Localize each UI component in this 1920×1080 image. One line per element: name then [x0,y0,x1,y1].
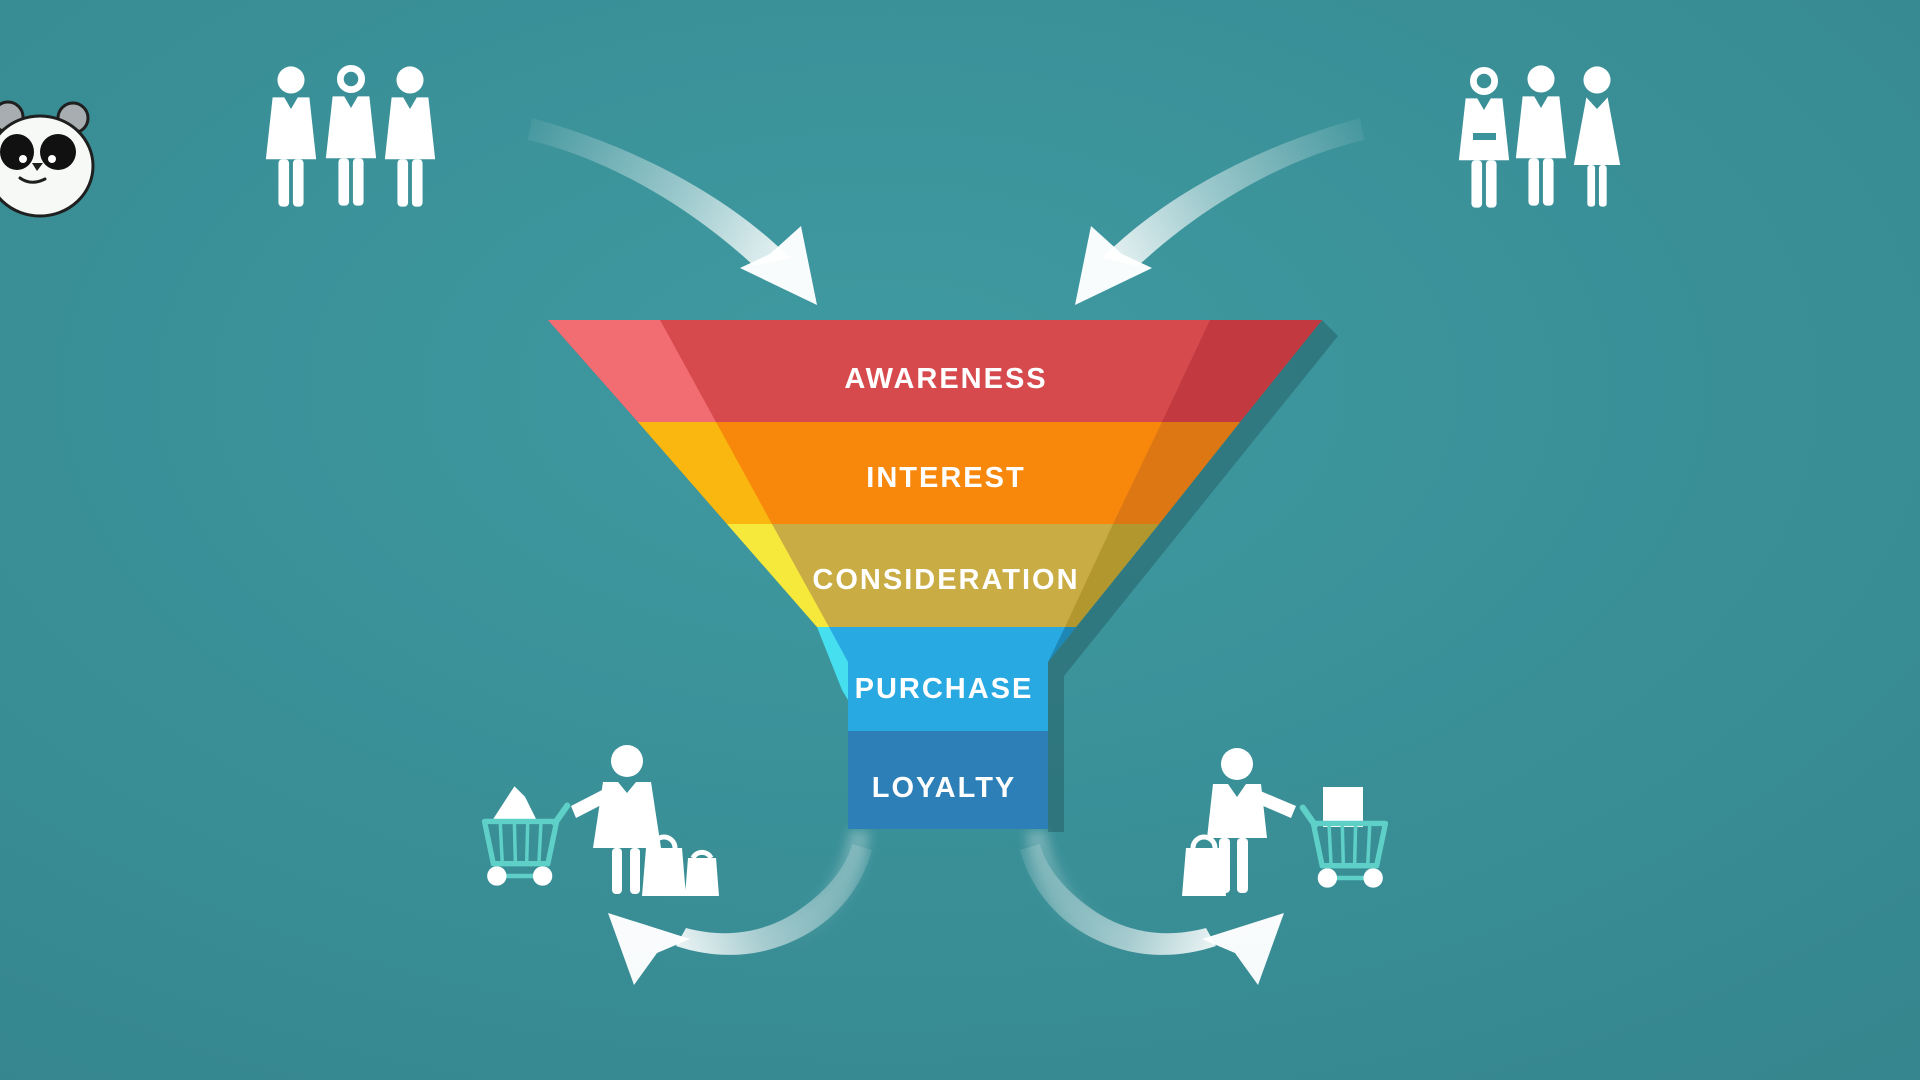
stage-label-interest: INTEREST [866,462,1025,494]
stage-label-consideration: CONSIDERATION [812,564,1079,596]
woman-shopper-icon [571,745,661,894]
stage-label-awareness: AWARENESS [844,363,1047,395]
funnel-shadow [1048,320,1338,832]
marketing-funnel: AWARENESS INTEREST CONSIDERATION PURCHAS… [548,320,1322,829]
shopping-bags-icon [642,834,719,896]
man-shopper-icon [1207,748,1296,893]
funnel-stage-loyalty: LOYALTY [848,731,1048,829]
funnel-stage-interest: INTEREST [638,422,1240,524]
funnel-outflow-glow-right [1026,830,1134,946]
man-arm [1254,790,1296,818]
funnel-stage-awareness: AWARENESS [548,320,1322,422]
clipboard-bar [1473,133,1496,140]
funnel-stage-consideration: CONSIDERATION [727,524,1159,627]
cart-box [1323,787,1363,827]
shopper-left-group [485,745,719,896]
shopper-right-group [1182,748,1385,896]
people-group-right [1459,65,1621,207]
shopping-bag-icon [1182,834,1226,896]
woman-dress [593,782,661,848]
shopping-cart-icon [485,786,568,885]
funnel-stage-purchase: PURCHASE [817,627,1076,731]
funnel-outflow-glow-left [762,830,870,946]
stage-label-loyalty: LOYALTY [872,772,1017,804]
stage-label-purchase: PURCHASE [855,673,1034,705]
man-torso [1207,784,1267,838]
panda-logo [0,100,95,218]
cart-goods-pile [491,786,538,822]
